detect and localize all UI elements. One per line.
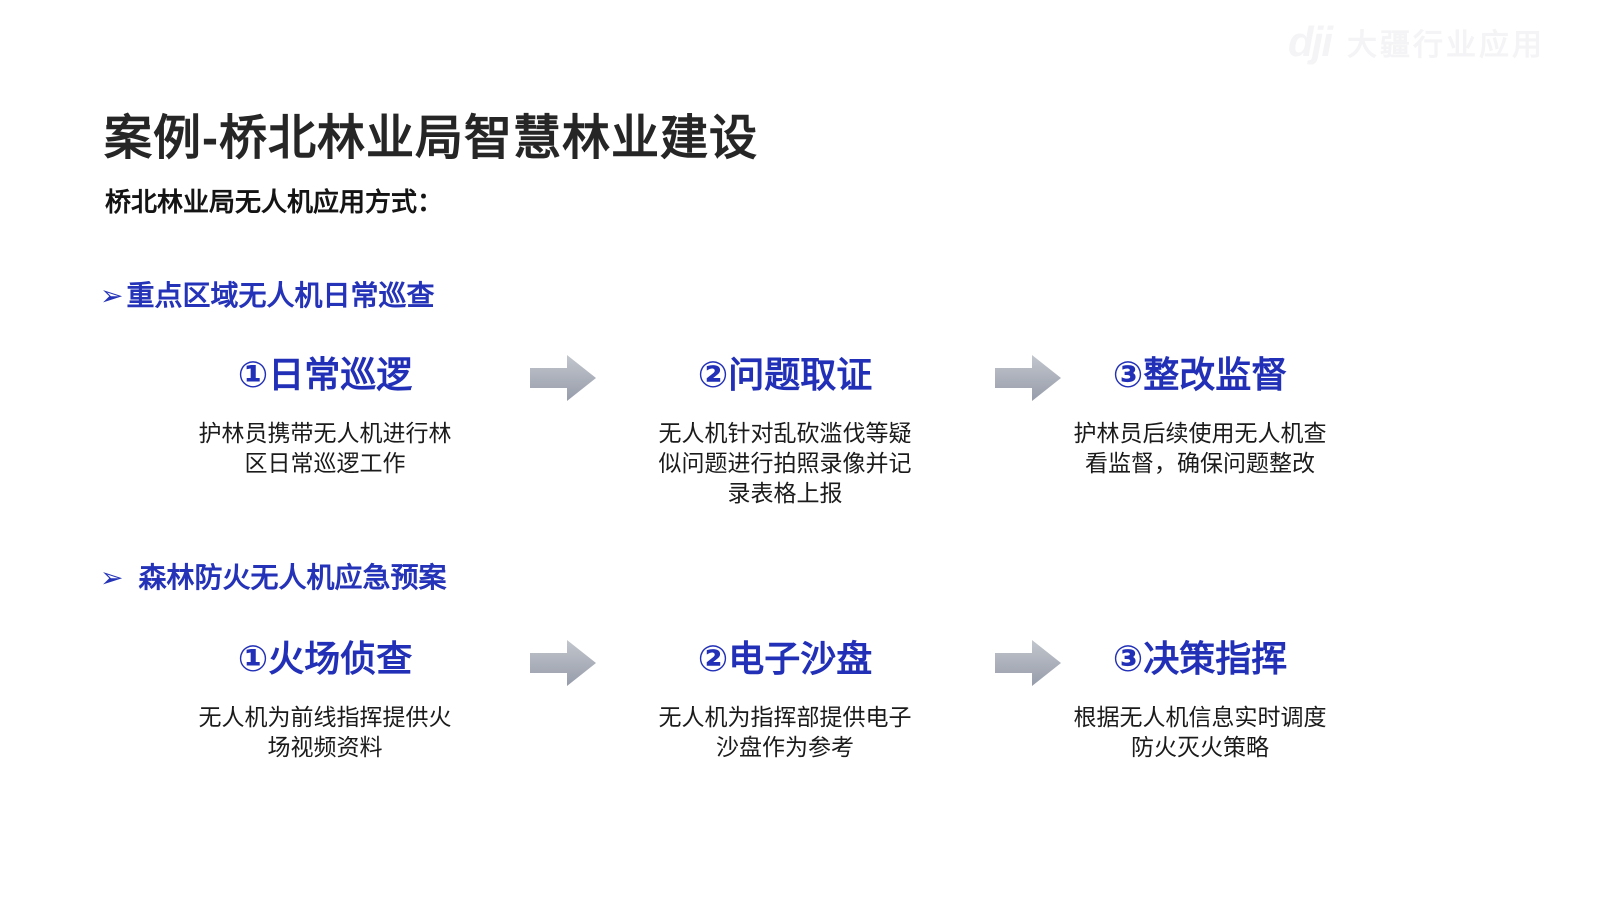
step-evidence-collection: ②问题取证 无人机针对乱砍滥伐等疑似问题进行拍照录像并记录表格上报: [635, 352, 935, 508]
step-electronic-sandtable: ②电子沙盘 无人机为指挥部提供电子沙盘作为参考: [635, 636, 935, 762]
step-description: 护林员后续使用无人机查看监督，确保问题整改: [1073, 420, 1327, 476]
section-heading-label: 森林防火无人机应急预案: [138, 562, 447, 593]
section-heading-fire-emergency: ➢ 森林防火无人机应急预案: [100, 556, 446, 596]
arrow-right-icon: [530, 355, 596, 401]
section-heading-daily-patrol: ➢重点区域无人机日常巡查: [100, 274, 434, 314]
step-description: 无人机为指挥部提供电子沙盘作为参考: [658, 704, 912, 760]
arrow-right-icon: [995, 640, 1061, 686]
step-decision-command: ③决策指挥 根据无人机信息实时调度防火灭火策略: [1050, 636, 1350, 762]
arrowhead-bullet-icon: ➢: [100, 280, 124, 311]
dji-logo-icon: dji: [1288, 18, 1333, 65]
arrow-right-icon: [995, 355, 1061, 401]
step-fire-scene-recon: ①火场侦查 无人机为前线指挥提供火场视频资料: [175, 636, 475, 762]
watermark-text: 大疆行业应用: [1347, 29, 1545, 62]
step-title: ②问题取证: [697, 354, 873, 395]
step-description: 护林员携带无人机进行林区日常巡逻工作: [198, 420, 452, 476]
step-title: ①火场侦查: [237, 638, 413, 679]
step-rectification-supervision: ③整改监督 护林员后续使用无人机查看监督，确保问题整改: [1050, 352, 1350, 478]
step-title: ③整改监督: [1112, 354, 1288, 395]
step-title: ③决策指挥: [1112, 638, 1288, 679]
step-title: ①日常巡逻: [237, 354, 413, 395]
step-description: 无人机针对乱砍滥伐等疑似问题进行拍照录像并记录表格上报: [658, 420, 912, 506]
arrowhead-bullet-icon: ➢: [100, 562, 124, 593]
section-heading-label: 重点区域无人机日常巡查: [126, 280, 435, 311]
step-description: 无人机为前线指挥提供火场视频资料: [198, 704, 452, 760]
page-title: 案例-桥北林业局智慧林业建设: [104, 112, 758, 165]
step-description: 根据无人机信息实时调度防火灭火策略: [1073, 704, 1327, 760]
arrow-right-icon: [530, 640, 596, 686]
step-daily-patrol: ①日常巡逻 护林员携带无人机进行林区日常巡逻工作: [175, 352, 475, 478]
subtitle: 桥北林业局无人机应用方式：: [105, 187, 444, 217]
dji-watermark: dji 大疆行业应用: [1288, 18, 1545, 66]
step-title: ②电子沙盘: [697, 638, 873, 679]
